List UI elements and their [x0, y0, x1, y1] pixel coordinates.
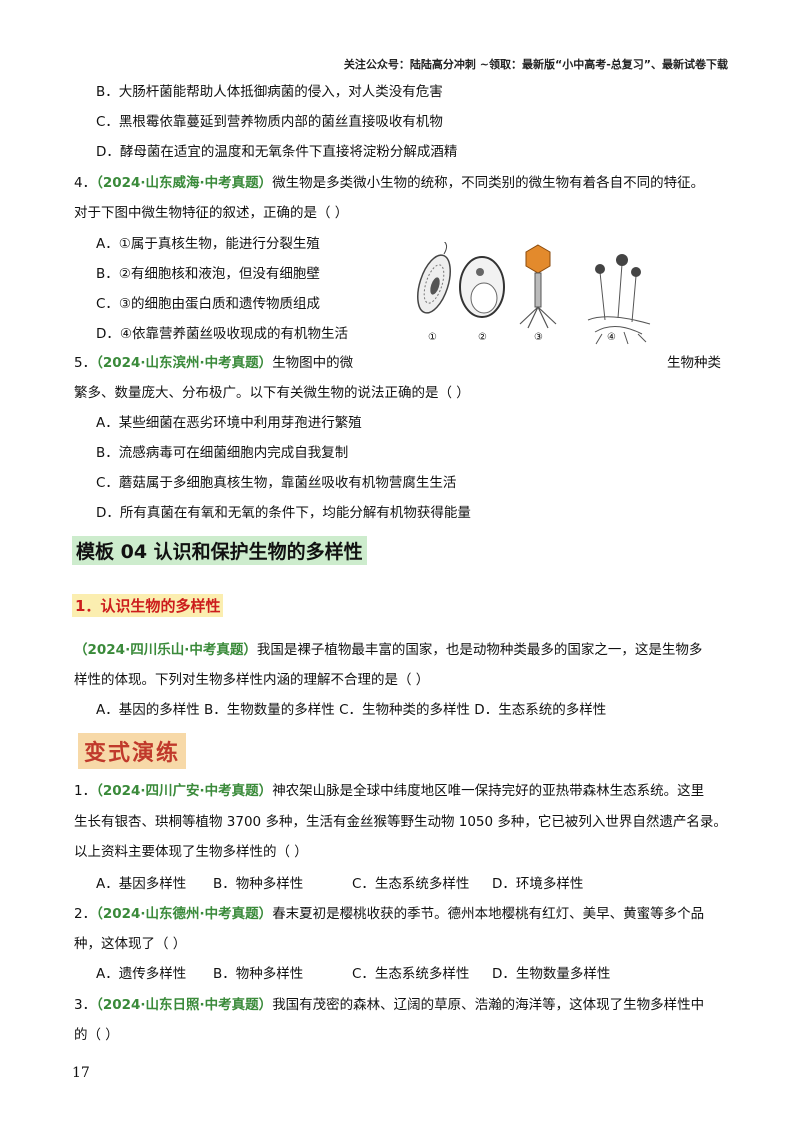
q4-text: 微生物是多类微小生物的统称，不同类别的微生物有着各自不同的特征。: [272, 175, 705, 191]
v3-number: 3．: [74, 997, 97, 1013]
v1-text: 神农架山脉是全球中纬度地区唯一保持完好的亚热带森林生态系统。这里: [272, 783, 705, 799]
q5-number: 5．: [74, 355, 97, 371]
page-header: 关注公众号：陆陆高分冲刺 ~领取：最新版“小中高考-总复习”、最新试卷下载: [343, 58, 728, 71]
figure-label-4: ④: [607, 332, 616, 343]
q5-option-c: C．蘑菇属于多细胞真核生物，靠菌丝吸收有机物营腐生生活: [96, 475, 457, 491]
q5-option-a: A．某些细菌在恶劣环境中利用芽孢进行繁殖: [96, 415, 362, 431]
v1-stem-line3: 以上资料主要体现了生物多样性的（ ）: [74, 844, 308, 860]
subsection-title: 1．认识生物的多样性: [72, 594, 224, 617]
v3-stem-line1: 3．（2024·山东日照·中考真题）我国有茂密的森林、辽阔的草原、浩瀚的海洋等，…: [74, 993, 704, 1013]
q4-source: （2024·山东威海·中考真题）: [96, 175, 273, 191]
q4-stem-line2: 对于下图中微生物特征的叙述，正确的是（ ）: [74, 205, 349, 221]
v3-source: （2024·山东日照·中考真题）: [96, 997, 273, 1013]
example-options: A．基因的多样性 B．生物数量的多样性 C．生物种类的多样性 D．生态系统的多样…: [96, 702, 607, 718]
q4-option-d: D．④依靠营养菌丝吸收现成的有机物生活: [96, 326, 348, 342]
example-source: （2024·四川乐山·中考真题）: [74, 642, 257, 658]
v3-stem-line2: 的（ ）: [74, 1027, 119, 1043]
example-stem-line2: 样性的体现。下列对生物多样性内涵的理解不合理的是（ ）: [74, 672, 430, 688]
q4-number: 4．: [74, 175, 97, 191]
v1-source: （2024·四川广安·中考真题）: [96, 783, 273, 799]
v1-stem-line2: 生长有银杏、珙桐等植物 3700 多种，生活有金丝猴等野生动物 1050 多种，…: [74, 814, 727, 830]
v1-number: 1．: [74, 783, 97, 799]
q5-option-b: B．流感病毒可在细菌细胞内完成自我复制: [96, 445, 349, 461]
yeast-drawing: [459, 256, 505, 318]
v2-option-c: C．生态系统多样性: [352, 966, 470, 982]
figure-label-2: ②: [478, 332, 487, 343]
v1-option-c: C．生态系统多样性: [352, 876, 470, 892]
v2-option-b: B．物种多样性: [213, 966, 304, 982]
q5-stem-line1: 5．（2024·山东滨州·中考真题）生物图中的微: [74, 351, 353, 371]
practice-banner: 变式演练: [78, 733, 187, 769]
microorganism-figure: ① ② ③ ④: [410, 239, 660, 347]
v2-number: 2．: [74, 906, 97, 922]
mold-drawing: [587, 254, 651, 345]
section-title: 模板 04 认识和保护生物的多样性: [72, 536, 367, 565]
q4-option-c: C．③的细胞由蛋白质和遗传物质组成: [96, 296, 321, 312]
q4-option-b: B．②有细胞核和液泡，但没有细胞壁: [96, 266, 320, 282]
figure-label-1: ①: [428, 332, 437, 343]
v1-option-d: D．环境多样性: [492, 876, 584, 892]
page-number: 17: [72, 1065, 90, 1081]
v1-option-a: A．基因多样性: [96, 876, 187, 892]
example-text: 我国是裸子植物最丰富的国家，也是动物种类最多的国家之一，这是生物多: [256, 642, 703, 658]
q3-option-c: C．黑根霉依靠蔓延到营养物质内部的菌丝直接吸收有机物: [96, 114, 443, 130]
v2-stem-line1: 2．（2024·山东德州·中考真题）春末夏初是樱桃收获的季节。德州本地樱桃有红灯…: [74, 902, 704, 922]
v1-stem-line1: 1．（2024·四川广安·中考真题）神农架山脉是全球中纬度地区唯一保持完好的亚热…: [74, 779, 704, 799]
q5-source: （2024·山东滨州·中考真题）: [96, 355, 273, 371]
q3-option-b: B．大肠杆菌能帮助人体抵御病菌的侵入，对人类没有危害: [96, 84, 443, 100]
bacteriophage-drawing: [519, 244, 557, 329]
microorganism-illustration: ① ② ③ ④: [417, 239, 651, 345]
v3-text: 我国有茂密的森林、辽阔的草原、浩瀚的海洋等，这体现了生物多样性中: [272, 997, 705, 1013]
q4-option-a: A．①属于真核生物，能进行分裂生殖: [96, 236, 320, 252]
v1-option-b: B．物种多样性: [213, 876, 304, 892]
q5-text-b: 生物种类: [667, 355, 721, 371]
example-stem-line1: （2024·四川乐山·中考真题）我国是裸子植物最丰富的国家，也是动物种类最多的国…: [74, 638, 702, 658]
v2-option-a: A．遗传多样性: [96, 966, 187, 982]
q4-stem-line1: 4．（2024·山东威海·中考真题）微生物是多类微小生物的统称，不同类别的微生物…: [74, 171, 704, 191]
v2-option-d: D．生物数量多样性: [492, 966, 611, 982]
v2-text: 春末夏初是樱桃收获的季节。德州本地樱桃有红灯、美早、黄蜜等多个品: [272, 906, 705, 922]
q5-stem-line2: 繁多、数量庞大、分布极广。以下有关微生物的说法正确的是（ ）: [74, 385, 470, 401]
bacterium-drawing: [417, 239, 451, 314]
v2-stem-line2: 种，这体现了（ ）: [74, 936, 187, 952]
q5-text-a: 生物图中的微: [272, 355, 354, 371]
figure-label-3: ③: [534, 332, 543, 343]
v2-source: （2024·山东德州·中考真题）: [96, 906, 273, 922]
q3-option-d: D．酵母菌在适宜的温度和无氧条件下直接将淀粉分解成酒精: [96, 144, 458, 160]
q5-option-d: D．所有真菌在有氧和无氧的条件下，均能分解有机物获得能量: [96, 505, 471, 521]
